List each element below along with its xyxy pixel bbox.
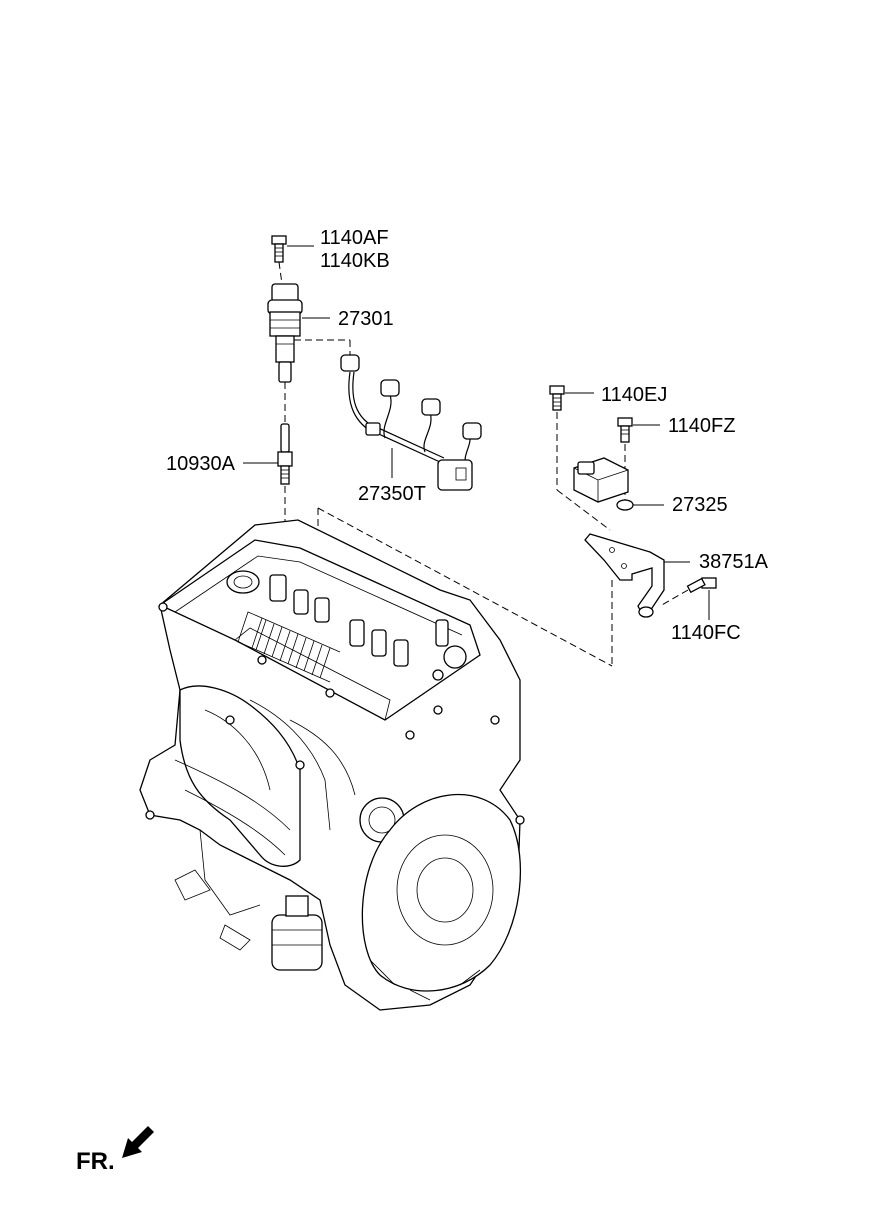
label-1140kb: 1140KB — [320, 250, 390, 272]
front-arrow-icon — [122, 1126, 154, 1158]
bolt-1140af — [271, 235, 314, 263]
bolt-1140ej — [549, 385, 594, 411]
bolt-1140fc — [686, 577, 717, 620]
label-27325: 27325 — [672, 494, 728, 516]
label-1140fc: 1140FC — [671, 622, 741, 644]
label-10930a: 10930A — [166, 453, 235, 475]
label-27301: 27301 — [338, 308, 394, 330]
label-1140af: 1140AF — [320, 227, 389, 249]
bracket-38751a — [584, 533, 690, 618]
engine-assembly — [139, 519, 525, 1011]
front-indicator-label: FR. — [76, 1148, 115, 1175]
wiring-harness-27350t — [340, 354, 482, 491]
ignition-coil-27301 — [267, 283, 330, 383]
knock-sensor-27325 — [573, 457, 664, 511]
bolt-1140fz — [617, 417, 660, 443]
spark-plug-10930a — [243, 423, 293, 485]
label-38751a: 38751A — [699, 551, 768, 573]
label-27350t: 27350T — [358, 483, 426, 505]
label-1140fz: 1140FZ — [668, 415, 736, 437]
label-1140ej: 1140EJ — [601, 384, 668, 406]
